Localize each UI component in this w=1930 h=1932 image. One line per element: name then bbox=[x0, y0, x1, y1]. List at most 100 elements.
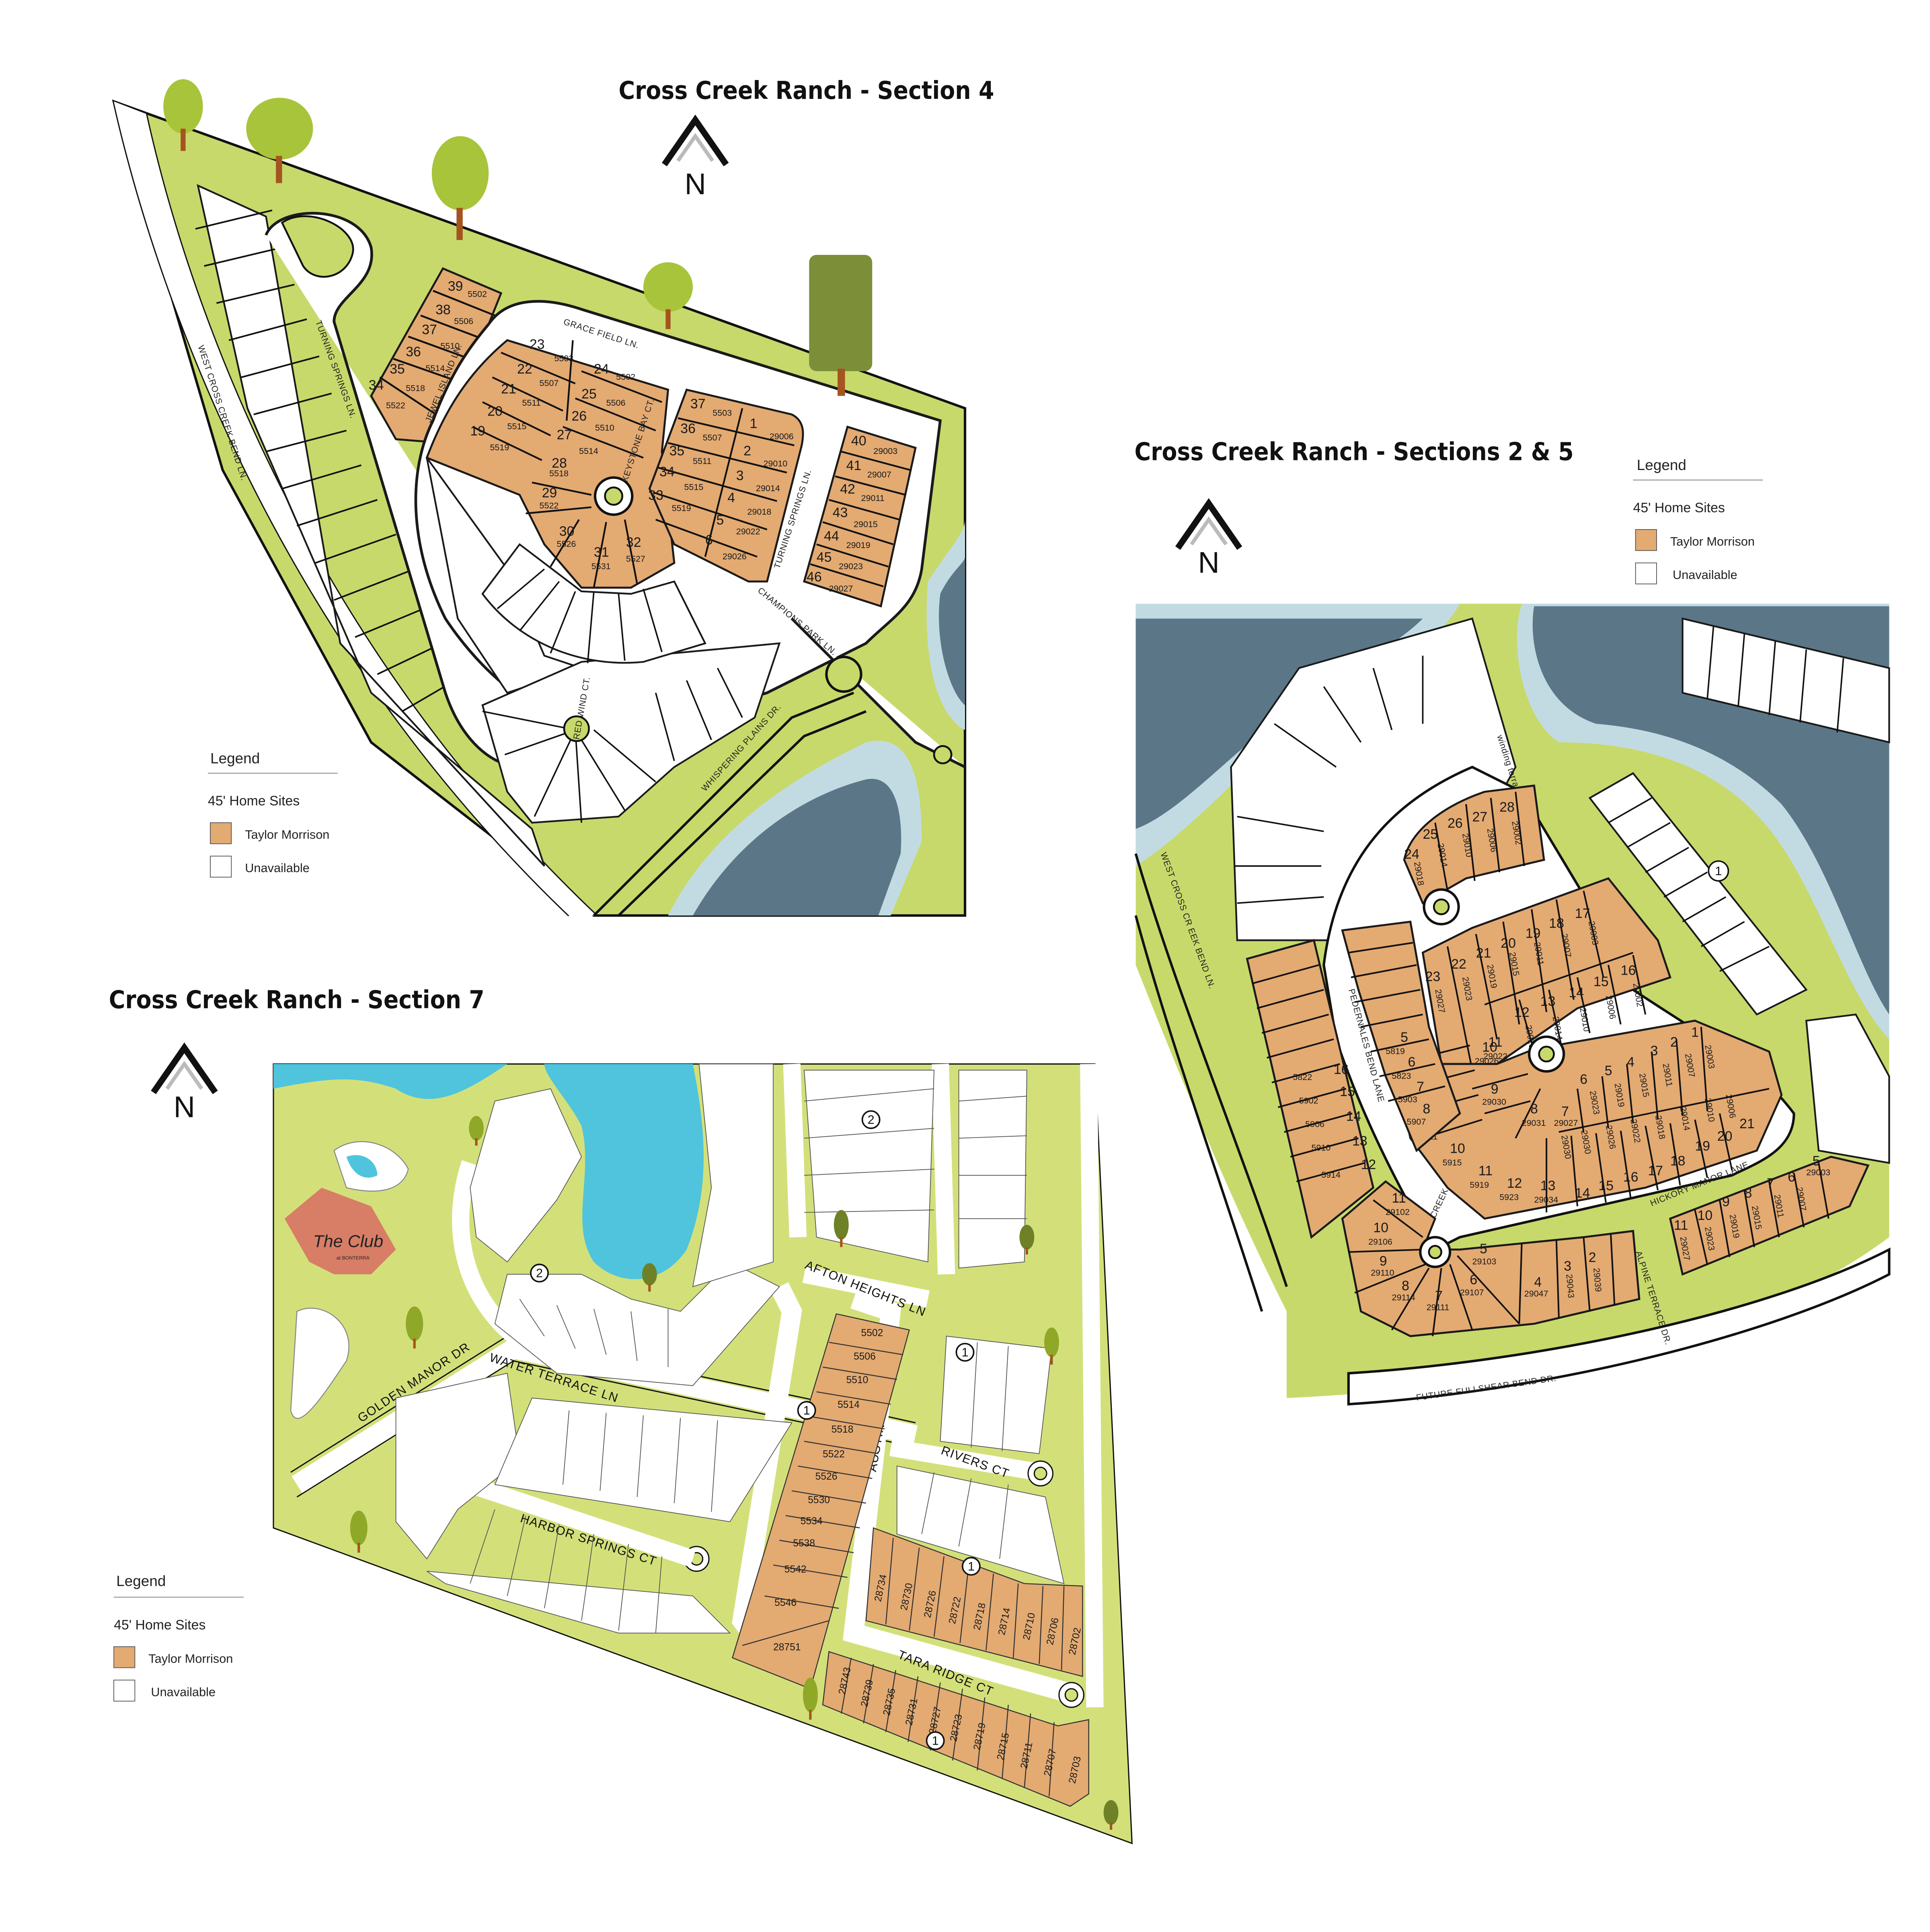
svg-text:5502: 5502 bbox=[861, 1328, 883, 1339]
svg-text:1: 1 bbox=[750, 416, 758, 431]
svg-text:2: 2 bbox=[1670, 1035, 1678, 1050]
north-arrow-icon: N bbox=[1175, 498, 1242, 579]
svg-text:4: 4 bbox=[1534, 1275, 1542, 1290]
svg-text:29027: 29027 bbox=[1554, 1118, 1578, 1128]
svg-text:22: 22 bbox=[517, 361, 532, 377]
section-7-legend: Legend 45' Home Sites Taylor Morrison Un… bbox=[113, 1573, 244, 1702]
svg-text:5502: 5502 bbox=[468, 289, 487, 299]
svg-text:at BONTERRA: at BONTERRA bbox=[337, 1255, 370, 1261]
svg-text:29111: 29111 bbox=[1427, 1302, 1450, 1312]
svg-text:5506: 5506 bbox=[606, 398, 626, 408]
svg-text:29018: 29018 bbox=[747, 507, 771, 517]
svg-text:9: 9 bbox=[1722, 1194, 1730, 1209]
svg-text:2: 2 bbox=[743, 443, 751, 458]
svg-text:20: 20 bbox=[1501, 936, 1516, 951]
svg-text:1: 1 bbox=[1691, 1025, 1699, 1040]
svg-text:17: 17 bbox=[1575, 906, 1590, 921]
svg-text:5534: 5534 bbox=[801, 1516, 823, 1527]
svg-text:34: 34 bbox=[659, 464, 675, 480]
svg-text:2: 2 bbox=[536, 1266, 543, 1280]
north-arrow-icon: N bbox=[151, 1042, 218, 1123]
svg-text:11: 11 bbox=[1489, 1035, 1503, 1050]
svg-text:2: 2 bbox=[868, 1113, 875, 1127]
svg-text:N: N bbox=[174, 1090, 195, 1123]
svg-text:29022: 29022 bbox=[1483, 1051, 1507, 1061]
lots-austin-bend: 5502 5506 5510 5514 5518 5522 5526 5530 … bbox=[732, 1313, 910, 1690]
svg-text:5519: 5519 bbox=[672, 503, 691, 513]
svg-text:5514: 5514 bbox=[579, 446, 598, 456]
svg-text:5514: 5514 bbox=[425, 363, 445, 373]
svg-text:27: 27 bbox=[557, 427, 572, 442]
svg-text:26: 26 bbox=[1448, 815, 1463, 831]
svg-text:5527: 5527 bbox=[626, 554, 645, 564]
svg-text:5510: 5510 bbox=[595, 423, 614, 433]
svg-text:6: 6 bbox=[1788, 1169, 1795, 1185]
svg-text:5822: 5822 bbox=[1293, 1072, 1312, 1082]
svg-text:5518: 5518 bbox=[832, 1424, 854, 1435]
svg-text:29010: 29010 bbox=[763, 459, 787, 468]
svg-text:Legend: Legend bbox=[116, 1573, 166, 1589]
svg-text:12: 12 bbox=[1514, 1005, 1530, 1020]
sections-2-5-legend: Legend 45' Home Sites Taylor Morrison Un… bbox=[1633, 457, 1763, 585]
legend-swatch-taylor-morrison bbox=[113, 1646, 136, 1668]
svg-text:29015: 29015 bbox=[854, 519, 878, 529]
svg-text:5: 5 bbox=[1605, 1063, 1612, 1078]
svg-text:29031: 29031 bbox=[1522, 1118, 1546, 1128]
svg-text:19: 19 bbox=[470, 423, 485, 439]
tree-icons bbox=[163, 79, 873, 396]
svg-text:Unavailable: Unavailable bbox=[1673, 568, 1737, 582]
lake bbox=[1135, 618, 1423, 829]
svg-text:11: 11 bbox=[1392, 1191, 1406, 1206]
svg-text:29030: 29030 bbox=[1482, 1097, 1506, 1107]
svg-text:20: 20 bbox=[1717, 1129, 1733, 1144]
phase-badge: 1 bbox=[955, 1343, 975, 1362]
svg-text:26: 26 bbox=[572, 409, 587, 424]
svg-text:28: 28 bbox=[1499, 799, 1515, 815]
svg-text:Taylor Morrison: Taylor Morrison bbox=[148, 1651, 233, 1665]
svg-text:21: 21 bbox=[501, 381, 516, 396]
svg-text:15: 15 bbox=[1598, 1178, 1614, 1193]
section-7-map: Cross Creek Ranch - Section 7 N The Club… bbox=[109, 986, 1133, 1844]
svg-text:5503: 5503 bbox=[554, 353, 573, 363]
svg-text:29107: 29107 bbox=[1460, 1288, 1484, 1298]
svg-text:29023: 29023 bbox=[839, 561, 863, 571]
svg-text:29039: 29039 bbox=[1591, 1267, 1603, 1292]
phase-badge: 1 bbox=[1708, 860, 1729, 882]
svg-text:Legend: Legend bbox=[210, 750, 260, 766]
svg-text:5511: 5511 bbox=[693, 456, 711, 466]
svg-text:12: 12 bbox=[1361, 1157, 1376, 1172]
phase-badge: 2 bbox=[861, 1110, 881, 1129]
svg-text:Unavailable: Unavailable bbox=[151, 1685, 216, 1699]
svg-text:40: 40 bbox=[851, 433, 866, 449]
svg-text:23: 23 bbox=[1425, 969, 1441, 984]
svg-text:10: 10 bbox=[1482, 1039, 1497, 1055]
svg-text:5: 5 bbox=[1480, 1241, 1487, 1257]
section-7-title: Cross Creek Ranch - Section 7 bbox=[109, 986, 485, 1014]
svg-text:Taylor Morrison: Taylor Morrison bbox=[1670, 534, 1755, 548]
section-4-legend: Legend 45' Home Sites Taylor Morrison Un… bbox=[207, 750, 338, 878]
svg-text:5906: 5906 bbox=[1305, 1119, 1324, 1129]
svg-text:Unavailable: Unavailable bbox=[245, 861, 310, 875]
lots-tara-ridge-north: 28734 28730 28726 28722 28718 28714 2871… bbox=[865, 1527, 1083, 1677]
svg-text:29026: 29026 bbox=[723, 552, 747, 561]
svg-text:36: 36 bbox=[406, 344, 421, 359]
north-arrow-icon: N bbox=[661, 114, 729, 201]
svg-text:7: 7 bbox=[1417, 1079, 1424, 1094]
lake bbox=[544, 1064, 704, 1279]
svg-text:6: 6 bbox=[1408, 1054, 1416, 1070]
svg-text:5518: 5518 bbox=[406, 383, 425, 393]
svg-text:29114: 29114 bbox=[1392, 1293, 1415, 1302]
svg-text:5526: 5526 bbox=[557, 539, 576, 549]
svg-text:16: 16 bbox=[1623, 1169, 1638, 1185]
svg-text:N: N bbox=[685, 167, 706, 201]
svg-text:5515: 5515 bbox=[507, 422, 527, 431]
legend-swatch-taylor-morrison bbox=[1635, 529, 1657, 551]
lots-tara-ridge-south: 28743 28739 28735 28731 28727 28723 2871… bbox=[822, 1651, 1089, 1807]
svg-text:6: 6 bbox=[1580, 1072, 1587, 1087]
